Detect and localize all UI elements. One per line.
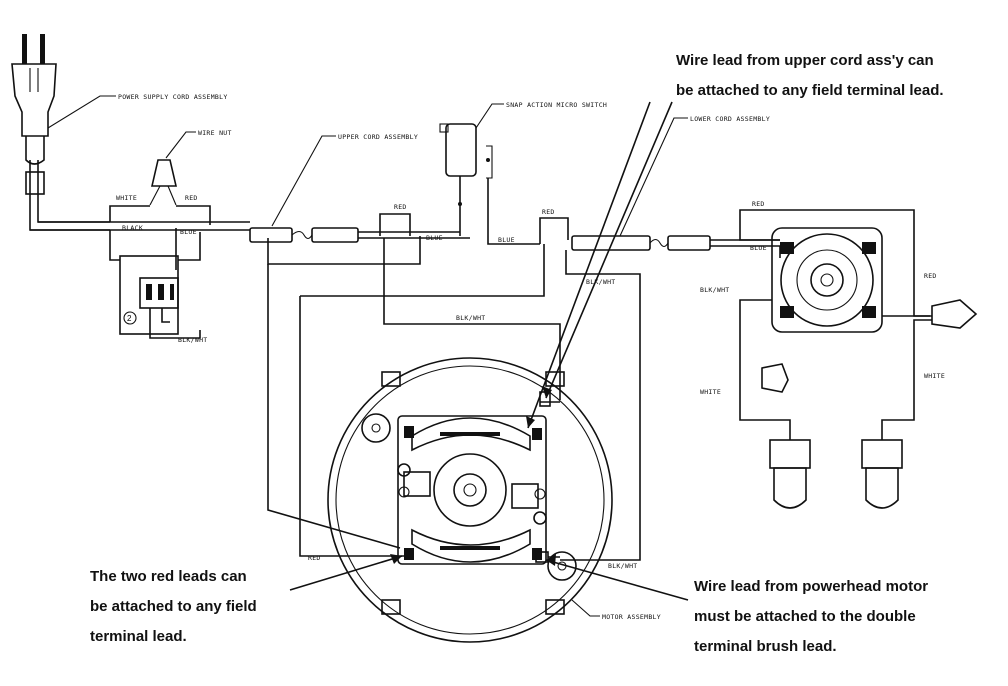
wire-label-red-4: RED <box>308 554 321 562</box>
wire-label-red-2: RED <box>394 203 407 211</box>
label-power-supply-cord: POWER SUPPLY CORD ASSEMBLY <box>118 93 228 101</box>
wire-label-white-2: WHITE <box>700 388 721 396</box>
note-powerhead-line-2: must be attached to the double <box>694 608 916 625</box>
wire-label-blk-wht-3: BLK/WHT <box>456 314 486 322</box>
note-upper-cord-lead: Wire lead from upper cord ass'y can be a… <box>676 46 944 106</box>
wire-label-blk-wht-4: BLK/WHT <box>608 562 638 570</box>
power-supply-cord <box>25 160 110 231</box>
note-red-leads: The two red leads can be attached to any… <box>90 562 257 652</box>
note-red-leads-line-1: The two red leads can <box>90 568 247 585</box>
snap-action-micro-switch <box>439 123 493 236</box>
note-powerhead-line-1: Wire lead from powerhead motor <box>694 578 929 595</box>
wire-label-red-6: RED <box>924 272 937 280</box>
wire-label-blk-wht-2: BLK/WHT <box>586 278 616 286</box>
motor-assembly <box>327 357 613 643</box>
note-powerhead-lead: Wire lead from powerhead motor must be a… <box>694 572 928 662</box>
power-switch: 2 <box>119 255 201 339</box>
power-plug <box>11 34 57 165</box>
note-upper-cord-line-1: Wire lead from upper cord ass'y can <box>676 52 934 69</box>
wire-label-red-5: RED <box>752 200 765 208</box>
wire-label-white-1: WHITE <box>116 194 137 202</box>
note-powerhead-line-3: terminal brush lead. <box>694 638 837 655</box>
wire-label-red-1: RED <box>185 194 198 202</box>
label-snap-switch: SNAP ACTION MICRO SWITCH <box>506 101 607 109</box>
wire-label-blue-4: BLUE <box>750 244 767 252</box>
wire-label-blue-2: BLUE <box>426 234 443 242</box>
headlight-bulb-1 <box>769 439 811 509</box>
note-red-leads-line-3: terminal lead. <box>90 628 187 645</box>
upper-cord-assembly <box>249 227 470 243</box>
wire-label-blk-wht-5: BLK/WHT <box>700 286 730 294</box>
label-motor-assembly: MOTOR ASSEMBLY <box>602 613 661 621</box>
wire-label-red-3: RED <box>542 208 555 216</box>
wire-nut-1 <box>149 159 178 206</box>
switch-number: 2 <box>127 314 132 323</box>
wire-label-black: BLACK <box>122 224 143 232</box>
wire-nut-2 <box>931 299 978 329</box>
wire-nut-3 <box>761 363 789 393</box>
label-upper-cord-assembly: UPPER CORD ASSEMBLY <box>338 133 418 141</box>
label-lower-cord-assembly: LOWER CORD ASSEMBLY <box>690 115 770 123</box>
wire-label-white-3: WHITE <box>924 372 945 380</box>
headlight-bulb-2 <box>861 439 903 509</box>
powerhead-motor <box>771 227 883 333</box>
lower-cord-assembly <box>571 235 780 251</box>
wire-label-blue-1: BLUE <box>180 228 197 236</box>
wire-label-blk-wht-1: BLK/WHT <box>178 336 208 344</box>
note-red-leads-line-2: be attached to any field <box>90 598 257 615</box>
label-wire-nut: WIRE NUT <box>198 129 232 137</box>
note-upper-cord-line-2: be attached to any field terminal lead. <box>676 82 944 99</box>
wire-label-blue-3: BLUE <box>498 236 515 244</box>
